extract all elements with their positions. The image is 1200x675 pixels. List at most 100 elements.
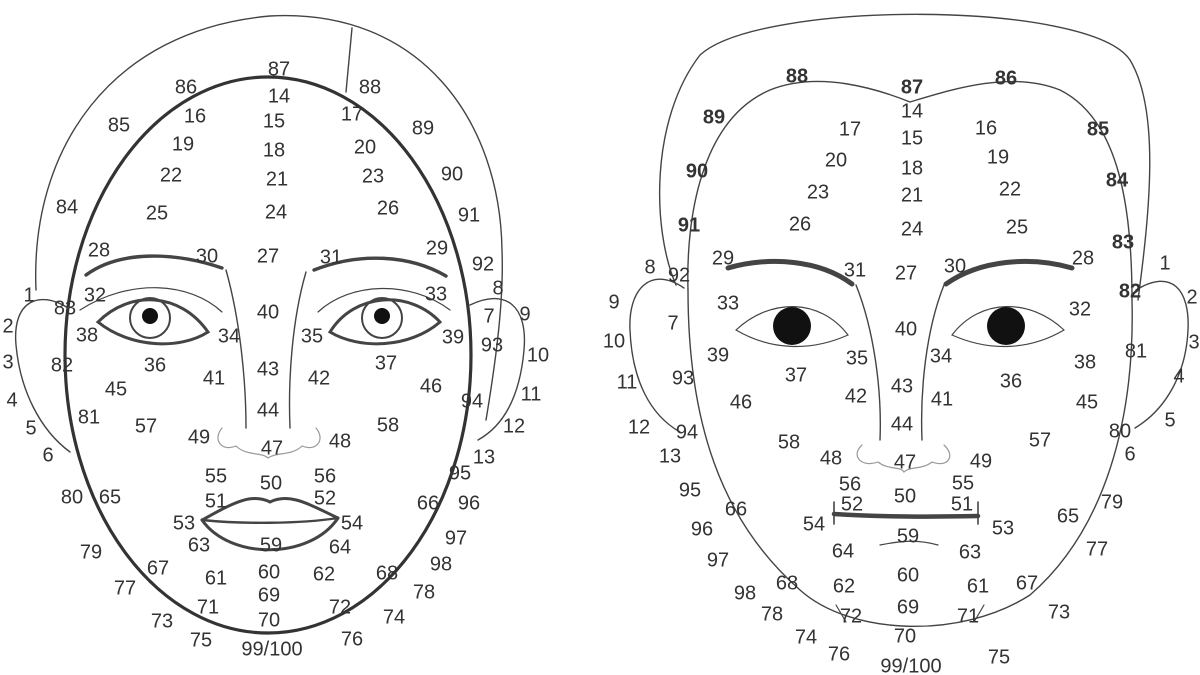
left-zone-label: 35 [301, 325, 323, 347]
left-zone-label: 33 [425, 283, 447, 305]
right-zone-label: 57 [1029, 429, 1051, 451]
right-ear-left [629, 278, 685, 433]
right-zone-label: 18 [901, 157, 923, 179]
right-zone-label: 41 [931, 388, 953, 410]
left-zone-label: 85 [108, 114, 130, 136]
right-zone-label: 37 [785, 364, 807, 386]
left-zone-label: 13 [473, 446, 495, 468]
left-zone-label: 62 [313, 563, 335, 585]
right-zone-label: 91 [678, 214, 700, 236]
left-zone-label: 34 [218, 325, 240, 347]
right-zone-label: 17 [839, 118, 861, 140]
left-zone-label: 45 [105, 378, 127, 400]
right-zone-label: 3 [1188, 331, 1199, 353]
left-zone-label: 17 [341, 103, 363, 125]
left-zone-label: 71 [197, 596, 219, 618]
left-zone-label: 32 [84, 284, 106, 306]
right-zone-label: 68 [776, 572, 798, 594]
right-zone-label: 74 [795, 626, 817, 648]
right-zone-label: 99/100 [880, 655, 941, 675]
right-zone-label: 25 [1006, 216, 1028, 238]
right-zone-label: 52 [841, 493, 863, 515]
left-zone-label: 66 [417, 492, 439, 514]
left-zone-label: 46 [420, 375, 442, 397]
right-zone-label: 80 [1109, 420, 1131, 442]
left-zone-label: 51 [205, 490, 227, 512]
right-zone-label: 26 [789, 213, 811, 235]
right-zone-label: 21 [901, 184, 923, 206]
right-zone-label: 50 [894, 485, 916, 507]
right-zone-label: 1 [1159, 252, 1170, 274]
right-zone-label: 27 [895, 262, 917, 284]
right-zone-label: 78 [761, 603, 783, 625]
right-zone-label: 39 [707, 344, 729, 366]
left-zone-label: 43 [257, 358, 279, 380]
right-zone-label: 43 [891, 375, 913, 397]
left-zone-label: 69 [258, 584, 280, 606]
left-zone-label: 74 [383, 606, 405, 628]
left-zone-label: 18 [263, 139, 285, 161]
right-zone-label: 93 [672, 367, 694, 389]
right-zone-label: 44 [891, 413, 913, 435]
right-zone-label: 5 [1164, 409, 1175, 431]
right-zone-label: 4 [1173, 365, 1184, 387]
left-zone-label: 86 [175, 76, 197, 98]
left-zone-label: 65 [99, 486, 121, 508]
right-zone-label: 61 [967, 575, 989, 597]
left-zone-label: 84 [56, 196, 78, 218]
left-zone-label: 89 [412, 117, 434, 139]
right-zone-label: 16 [975, 117, 997, 139]
right-nose-bridge-2 [920, 284, 945, 441]
left-zone-label: 56 [314, 465, 336, 487]
left-zone-label: 50 [260, 472, 282, 494]
left-nostrils [217, 427, 321, 459]
left-zone-label: 60 [258, 561, 280, 583]
left-zone-label: 90 [441, 163, 463, 185]
right-zone-label: 94 [676, 421, 698, 443]
right-zone-label: 71 [957, 605, 979, 627]
right-zone-label: 51 [951, 493, 973, 515]
left-zone-label: 23 [362, 165, 384, 187]
right-hairline [687, 80, 1133, 301]
left-zone-label: 63 [188, 534, 210, 556]
left-zone-label: 12 [503, 415, 525, 437]
right-zone-label: 58 [778, 431, 800, 453]
left-eye-1 [95, 298, 211, 346]
left-zone-label: 20 [354, 136, 376, 158]
right-zone-label: 23 [807, 181, 829, 203]
right-zone-label: 53 [992, 517, 1014, 539]
left-zone-label: 38 [76, 324, 98, 346]
right-eye-1 [735, 306, 849, 348]
left-zone-label: 97 [445, 527, 467, 549]
left-zone-label: 31 [320, 246, 342, 268]
right-zone-label: 96 [691, 518, 713, 540]
left-ear-right [469, 297, 526, 441]
right-zone-label: 28 [1072, 247, 1094, 269]
right-face-diagram [629, 13, 1189, 628]
left-zone-label: 68 [376, 562, 398, 584]
left-zone-label: 19 [172, 133, 194, 155]
right-zone-label: 30 [944, 255, 966, 277]
left-zone-label: 55 [205, 465, 227, 487]
right-zone-label: 42 [845, 385, 867, 407]
left-zone-label: 77 [114, 577, 136, 599]
right-zone-label: 86 [995, 67, 1017, 89]
right-zone-label: 47 [894, 451, 916, 473]
left-zone-label: 48 [329, 430, 351, 452]
left-zone-label: 72 [329, 596, 351, 618]
right-zone-label: 59 [897, 525, 919, 547]
right-zone-label: 15 [901, 127, 923, 149]
left-zone-label: 28 [88, 239, 110, 261]
left-zone-label: 40 [257, 301, 279, 323]
right-nose-bridge-1 [855, 284, 881, 441]
left-face-diagram [14, 14, 526, 635]
left-zone-label: 25 [146, 202, 168, 224]
left-zone-label: 4 [6, 389, 17, 411]
left-zone-label: 5 [25, 417, 36, 439]
left-eye-2 [327, 298, 443, 346]
left-eyebrow-2 [312, 256, 448, 278]
right-zone-label: 65 [1057, 505, 1079, 527]
left-zone-label: 53 [173, 512, 195, 534]
left-hair-part [345, 27, 353, 93]
